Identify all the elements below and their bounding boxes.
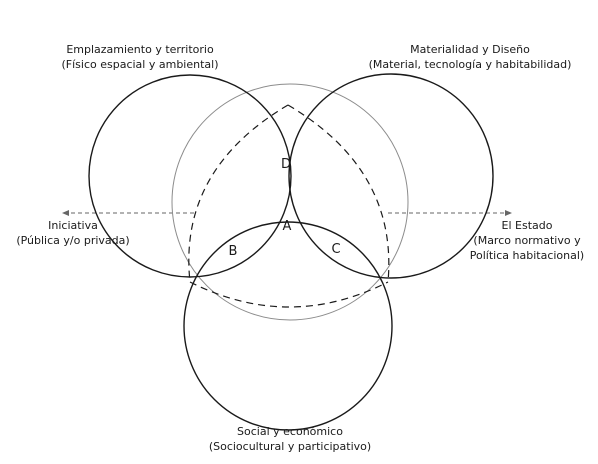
circle-materialidad [288, 73, 494, 279]
label-materialidad-title: Materialidad y Diseño [410, 43, 530, 56]
left-arrow-head [62, 210, 69, 216]
region-d-label: D [280, 157, 291, 172]
circle-social [183, 221, 393, 431]
region-a-label: A [282, 219, 292, 234]
label-emplazamiento: Emplazamiento y territorio (Físico espac… [40, 42, 240, 72]
region-b-label: B [228, 244, 238, 259]
label-materialidad-subtitle: (Material, tecnología y habitabilidad) [368, 58, 572, 71]
right-arrow-head [505, 210, 512, 216]
label-emplazamiento-title: Emplazamiento y territorio [66, 43, 214, 56]
dashed-arc-left [188, 104, 289, 283]
label-estado-line3: Política habitacional) [469, 249, 585, 262]
dashed-arc-bottom [189, 281, 389, 308]
label-iniciativa: Iniciativa (Pública y/o privada) [8, 218, 138, 248]
dashed-arc-right [287, 104, 390, 283]
label-social: Social y económico (Sociocultural y part… [190, 424, 390, 454]
label-iniciativa-subtitle: (Pública y/o privada) [16, 234, 130, 247]
label-estado: El Estado (Marco normativo y Política ha… [462, 218, 592, 263]
label-materialidad: Materialidad y Diseño (Material, tecnolo… [362, 42, 578, 72]
label-estado-title: El Estado [501, 219, 553, 232]
inner-circle [171, 83, 409, 321]
label-emplazamiento-subtitle: (Físico espacial y ambiental) [61, 58, 219, 71]
label-estado-line2: (Marco normativo y [473, 234, 581, 247]
region-c-label: C [331, 242, 341, 257]
label-iniciativa-title: Iniciativa [48, 219, 98, 232]
label-social-title: Social y económico [237, 425, 343, 438]
label-social-subtitle: (Sociocultural y participativo) [208, 440, 372, 453]
